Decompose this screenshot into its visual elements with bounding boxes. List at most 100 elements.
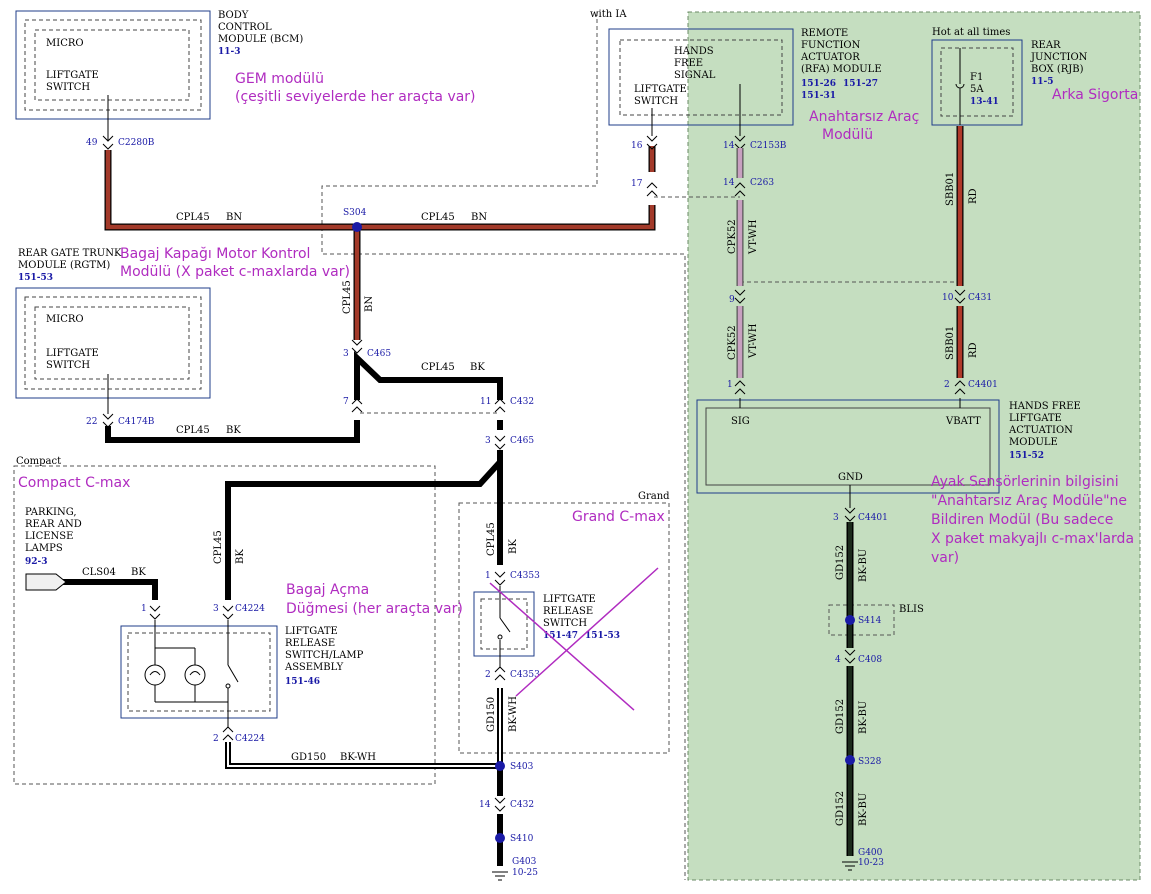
rjb-title-2: JUNCTION — [1030, 52, 1088, 63]
c4174b-name: C4174B — [118, 417, 155, 427]
c408-name: C408 — [858, 655, 882, 665]
wire-rd-bottom: RD — [968, 342, 979, 358]
rfa-title-1: REMOTE — [801, 28, 848, 39]
lrs-assembly-title-4: ASSEMBLY — [284, 662, 344, 673]
rfa-inner-3: SIGNAL — [674, 70, 716, 81]
wire-gd150-vert: GD150 — [486, 697, 497, 732]
lrs-assembly-title-1: LIFTGATE — [285, 626, 338, 637]
wire-bn-right: BN — [471, 212, 487, 223]
hflam-vbatt: VBATT — [945, 416, 981, 427]
rgtm-title-2: MODULE (RGTM) — [18, 260, 110, 271]
rfa-inner-5: SWITCH — [634, 96, 678, 107]
g403-name: G403 — [512, 857, 537, 867]
lamps-title-2: REAR AND — [25, 519, 82, 530]
wire-bk-top: BK — [470, 362, 485, 373]
bcm-title-2: CONTROL — [218, 22, 272, 33]
cpl45-bn-wires — [104, 146, 656, 340]
s304-splice — [352, 222, 362, 232]
hflam-gnd: GND — [838, 472, 863, 483]
lamps-title-1: PARKING, — [25, 507, 77, 518]
c4224-name-top: C4224 — [235, 604, 265, 614]
annotation-foot-2: "Anahtarsız Araç Modüle"ne — [931, 493, 1127, 509]
rgtm-inner-label-3: SWITCH — [46, 360, 90, 371]
wire-cpl45-grand: CPL45 — [486, 522, 497, 556]
compact-region — [13, 465, 436, 785]
wire-sbb01-bottom: SBB01 — [945, 326, 956, 360]
s403-splice — [495, 761, 505, 771]
rgtm-module: MICRO LIFTGATE SWITCH — [15, 287, 211, 414]
c2153b-name: C2153B — [750, 141, 787, 151]
bcm-inner-label-3: SWITCH — [46, 82, 90, 93]
c-pin9: 9 — [729, 295, 735, 305]
lamps-ref: 92-3 — [25, 557, 48, 567]
c432-b-name: C432 — [510, 800, 534, 810]
wire-bk-compact: BK — [235, 549, 246, 564]
g403-ref: 10-25 — [512, 868, 538, 878]
wire-cpk52-bottom: CPK52 — [727, 325, 738, 360]
wire-cpl45-compact: CPL45 — [213, 530, 224, 564]
blis-region — [828, 604, 895, 636]
wire-bkwh-vert: BK-WH — [508, 696, 519, 732]
rfa-ref-1: 151-26 — [801, 79, 836, 89]
lrs-grand-ref-1: 151-47 — [543, 631, 578, 641]
annotation-button-1: Bagaj Açma — [286, 582, 369, 598]
lamps-title-4: LAMPS — [25, 543, 63, 554]
c465-b-pin: 3 — [485, 436, 491, 446]
s304-label: S304 — [343, 208, 367, 218]
hflam-ref: 151-52 — [1009, 451, 1044, 461]
s328-label: S328 — [858, 757, 882, 767]
annotation-fuse: Arka Sigorta — [1052, 87, 1138, 103]
wire-sbb01-top: SBB01 — [945, 172, 956, 206]
rjb-module: F1 5A 13-41 — [931, 39, 1023, 126]
c4353-pin2: 2 — [485, 670, 491, 680]
wire-cpl45-bk-top: CPL45 — [421, 362, 455, 373]
rfa-pin-17: 17 — [631, 179, 643, 189]
annotation-foot-5: var) — [931, 550, 959, 566]
lrs-grand-title-3: SWITCH — [543, 618, 587, 629]
compact-region-label: Compact — [16, 456, 61, 467]
c4353-name-top: C4353 — [510, 571, 540, 581]
rfa-pin-16: 16 — [631, 141, 643, 151]
wire-gd152-2: GD152 — [835, 699, 846, 734]
hflam-module: SIG VBATT GND — [696, 398, 1000, 508]
rfa-title-4: (RFA) MODULE — [801, 64, 882, 75]
lrs-assembly-ref: 151-46 — [285, 677, 320, 687]
c4353-pin1: 1 — [485, 571, 491, 581]
rfa-with-ia: with IA — [590, 9, 627, 20]
c431-pin: 10 — [942, 293, 954, 303]
rgtm-title-1: REAR GATE TRUNK — [18, 248, 122, 259]
bcm-inner-label-1: MICRO — [46, 38, 84, 49]
grand-region-label: Grand — [638, 491, 670, 502]
rfa-ref-2: 151-27 — [843, 79, 878, 89]
wire-vtwh-top: VT-WH — [748, 219, 759, 255]
c4353-name-bottom: C4353 — [510, 670, 540, 680]
c263-name: C263 — [750, 178, 774, 188]
c2280b-pin: 49 — [86, 138, 98, 148]
liftgate-release-switch-grand — [473, 586, 535, 668]
c432-a-name: C432 — [510, 397, 534, 407]
rjb-amps: 5A — [970, 84, 984, 95]
liftgate-release-switch-lamp-assembly — [120, 620, 278, 728]
c4224-pin1: 1 — [141, 604, 147, 614]
rfa-module: HANDS FREE SIGNAL LIFTGATE SWITCH — [608, 28, 794, 136]
wire-gd152-3: GD152 — [835, 791, 846, 826]
annotation-foot-1: Ayak Sensörlerinin bilgisini — [931, 474, 1119, 490]
wire-cpl45-right: CPL45 — [421, 212, 455, 223]
bcm-title-1: BODY — [218, 10, 249, 21]
bcm-inner-label-2: LIFTGATE — [46, 70, 99, 81]
lamps-connector-arrow — [25, 573, 67, 591]
rfa-ref-3: 151-31 — [801, 91, 836, 101]
annotation-gem-1: GEM modülü — [235, 71, 324, 87]
c4401-pin2: 2 — [944, 380, 950, 390]
rgtm-ref: 151-53 — [18, 273, 53, 283]
annotation-keyless-1: Anahtarsız Araç — [809, 109, 919, 125]
wire-bn-left: BN — [226, 212, 242, 223]
ia-region-outline — [321, 12, 686, 880]
annotation-foot-3: Bildiren Modül (Bu sadece — [931, 512, 1113, 528]
wire-rd-top: RD — [968, 188, 979, 204]
c4224-pin3: 3 — [213, 604, 219, 614]
c465-a-name: C465 — [367, 349, 391, 359]
c432-a-pin7: 7 — [343, 397, 349, 407]
g400-name: G400 — [858, 848, 883, 858]
c465-b-name: C465 — [510, 436, 534, 446]
